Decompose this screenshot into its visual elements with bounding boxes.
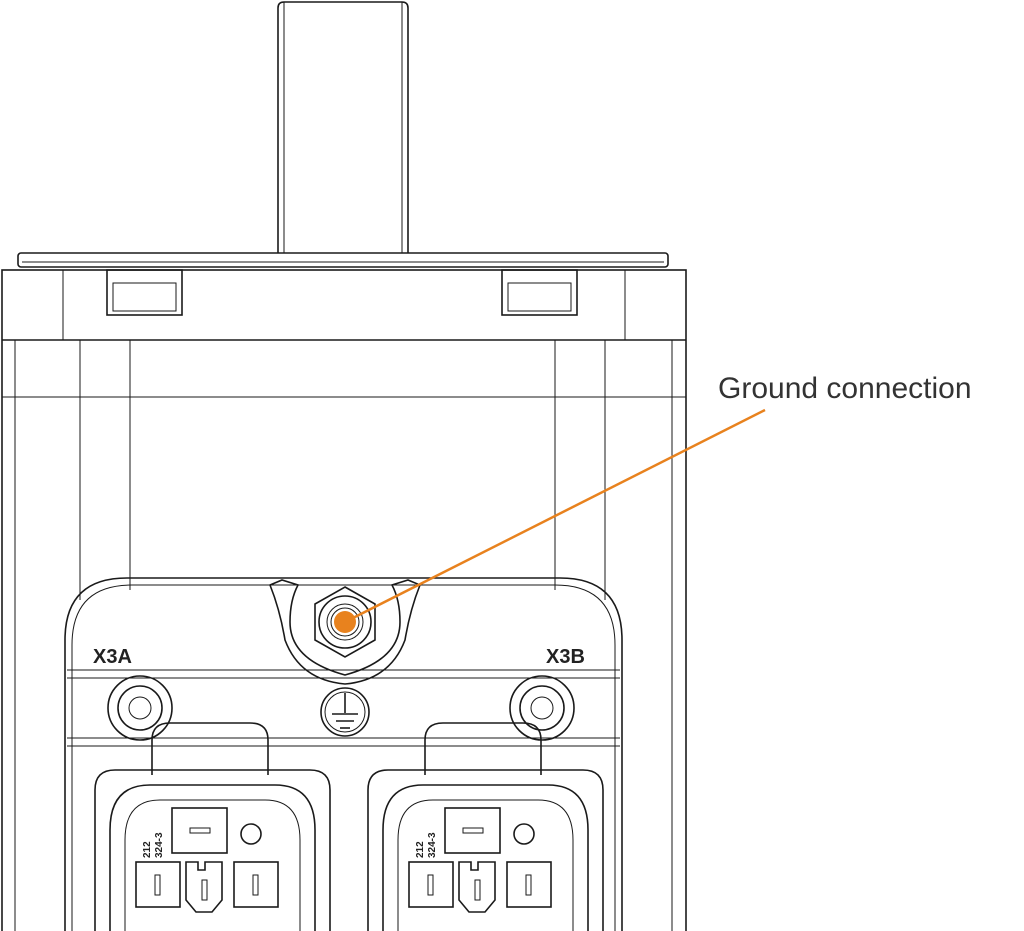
motor-flange — [17, 252, 669, 268]
callout-leader-line — [344, 408, 766, 624]
torx-screw-icon — [509, 675, 575, 741]
connector-code-top: 212 — [142, 841, 153, 858]
connector-x3a: 212 324-3 — [94, 722, 331, 931]
connector-code-bottom: 324-3 — [427, 832, 438, 858]
connector-label-x3a: X3A — [93, 646, 132, 668]
ground-lug — [268, 579, 422, 685]
mounting-clip-right — [501, 269, 578, 316]
connector-code-top: 212 — [415, 841, 426, 858]
ground-connection-marker — [334, 611, 356, 633]
ground-symbol-icon — [320, 687, 370, 737]
mounting-clip-left — [106, 269, 183, 316]
callout-label: Ground connection — [718, 372, 972, 405]
torx-screw-icon — [107, 675, 173, 741]
motor-shaft — [277, 1, 409, 253]
connector-code-bottom: 324-3 — [154, 832, 165, 858]
connector-housing — [64, 577, 623, 931]
connector-label-x3b: X3B — [546, 646, 585, 668]
motor-body — [1, 269, 687, 931]
connector-x3b: 212 324-3 — [367, 722, 604, 931]
